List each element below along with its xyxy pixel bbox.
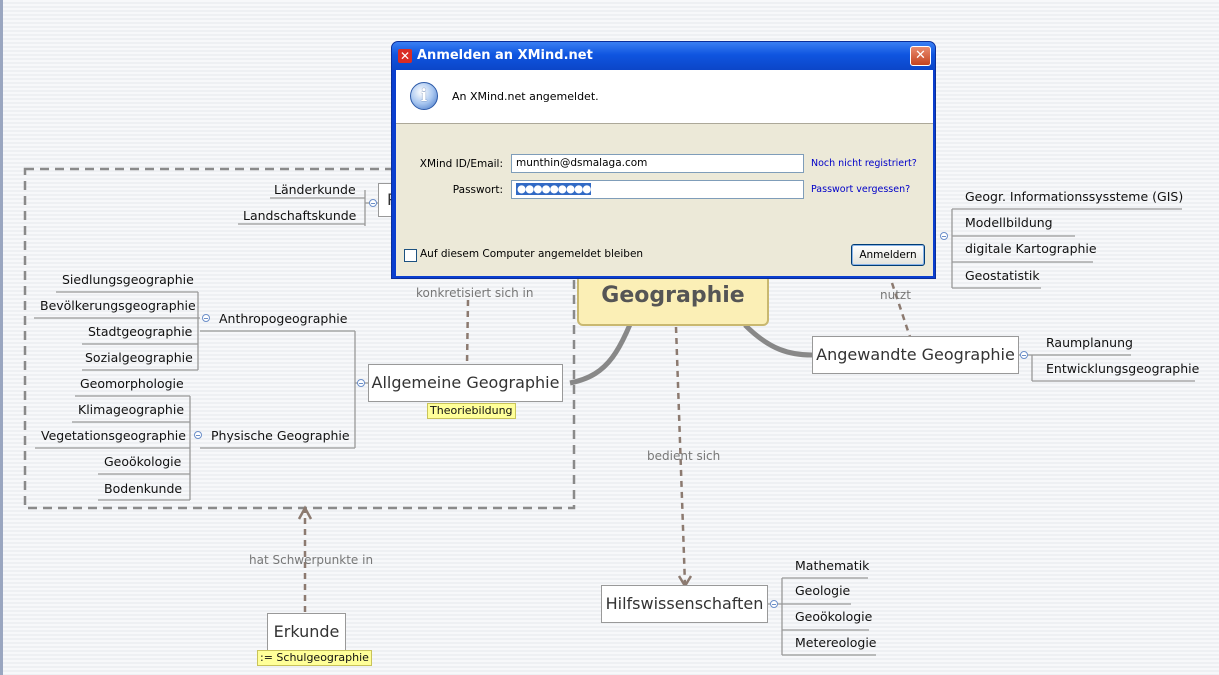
login-form: XMind ID/Email: munthin@dsmalaga.com Noc… [396,124,933,276]
leaf-geostatistik[interactable]: Geostatistik [965,268,1040,283]
leaf-entwicklungsgeographie[interactable]: Entwicklungsgeographie [1046,361,1200,376]
dialog-title: Anmelden an XMind.net [417,48,593,63]
note-schulgeographie[interactable]: := Schulgeographie [257,650,372,666]
collapse-toggle-icon[interactable] [770,600,778,608]
note-theoriebildung[interactable]: Theoriebildung [427,403,516,419]
leaf-metereologie[interactable]: Metereologie [795,635,877,650]
leaf-laenderkunde[interactable]: Länderkunde [274,182,356,197]
info-message: An XMind.net angemeldet. [452,90,599,103]
leaf-bevoelkerungsgeographie[interactable]: Bevölkerungsgeographie [40,298,196,313]
leaf-bodenkunde[interactable]: Bodenkunde [104,481,183,496]
methoden-connectors [951,208,1182,289]
collapse-toggle-icon[interactable] [357,379,365,387]
branch-angewandte-line [743,323,813,358]
remember-label[interactable]: Auf diesem Computer angemeldet bleiben [420,248,644,260]
leaf-geooekologie-hilfs[interactable]: Geoökologie [795,609,873,624]
close-button[interactable]: ✕ [910,46,931,66]
leaf-raumplanung[interactable]: Raumplanung [1046,335,1133,350]
login-dialog: ✕ Anmelden an XMind.net ✕ i An XMind.net… [391,41,936,279]
dialog-titlebar[interactable]: ✕ Anmelden an XMind.net ✕ [392,42,935,70]
forgot-password-link[interactable]: Passwort vergessen? [811,184,911,195]
relation-label-konkretisiert[interactable]: konkretisiert sich in [416,286,534,300]
password-field-value: ●●●●●●●●● [516,183,591,195]
topic-hilfswissenschaften[interactable]: Hilfswissenschaften [601,585,768,623]
remember-checkbox[interactable] [404,249,417,262]
relation-label-nutzt[interactable]: nutzt [880,288,911,302]
id-label: XMind ID/Email: [419,158,503,170]
register-link[interactable]: Noch nicht registriert? [811,158,917,169]
leaf-mathematik[interactable]: Mathematik [795,558,870,573]
collapse-toggle-icon[interactable] [194,431,202,439]
central-topic-geographie[interactable]: Geographie [577,270,769,326]
relation-label-schwerpunkte[interactable]: hat Schwerpunkte in [249,553,374,567]
xmind-app-icon: ✕ [398,49,412,63]
relation-label-bedient[interactable]: bedient sich [647,449,721,463]
leaf-siedlungsgeographie[interactable]: Siedlungsgeographie [62,272,194,287]
leaf-geologie[interactable]: Geologie [795,583,851,598]
collapse-toggle-icon[interactable] [202,314,210,322]
topic-allgemeine-geographie[interactable]: Allgemeine Geographie [368,364,563,402]
leaf-landschaftskunde[interactable]: Landschaftskunde [243,208,357,223]
anthropo-connectors [34,291,200,371]
window-left-edge [0,0,3,675]
topic-anthropogeographie[interactable]: Anthropogeographie [219,311,348,326]
leaf-gis[interactable]: Geogr. Informationssyssteme (GIS) [965,189,1184,204]
leaf-vegetationsgeographie[interactable]: Vegetationsgeographie [41,428,186,443]
leaf-klimageographie[interactable]: Klimageographie [78,402,185,417]
info-icon: i [410,82,438,110]
password-field[interactable]: ●●●●●●●●● [511,180,804,199]
boundary-frame [23,167,576,510]
relation-nutzt-line [890,282,912,338]
collapse-toggle-icon[interactable] [1020,351,1028,359]
physische-connectors [35,395,191,501]
leaf-geomorphologie[interactable]: Geomorphologie [80,376,184,391]
leaf-modellbildung[interactable]: Modellbildung [965,215,1053,230]
topic-erkunde[interactable]: Erkunde [267,613,346,651]
email-field[interactable]: munthin@dsmalaga.com [511,154,804,173]
leaf-digitale-kartographie[interactable]: digitale Kartographie [965,241,1097,256]
leaf-geooekologie[interactable]: Geoökologie [104,454,182,469]
login-button[interactable]: Anmeldern [851,244,925,266]
password-label: Passwort: [452,184,503,196]
relation-schwerpunkte-arrowhead [297,505,313,520]
topic-physische-geographie[interactable]: Physische Geographie [211,428,350,443]
topic-angewandte-geographie[interactable]: Angewandte Geographie [812,336,1019,374]
email-field-value: munthin@dsmalaga.com [516,157,648,169]
leaf-stadtgeographie[interactable]: Stadtgeographie [88,324,193,339]
collapse-toggle-icon[interactable] [940,232,948,240]
collapse-toggle-icon[interactable] [369,199,377,207]
leaf-sozialgeographie[interactable]: Sozialgeographie [85,350,193,365]
relation-konkretisiert-line [465,299,470,366]
info-banner: i An XMind.net angemeldet. [396,70,933,124]
